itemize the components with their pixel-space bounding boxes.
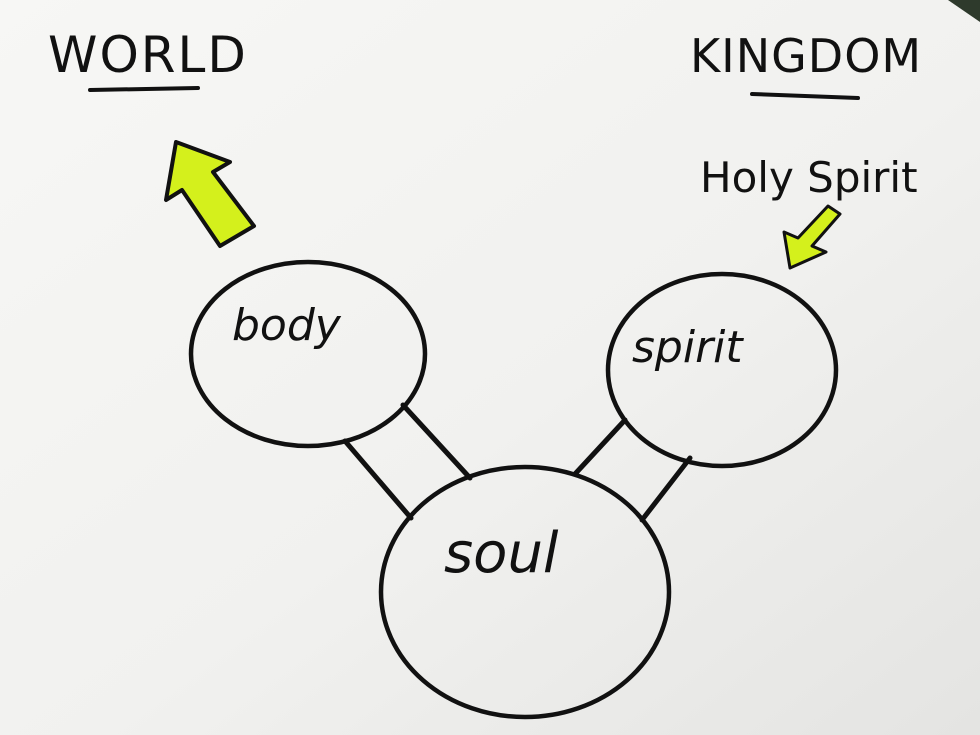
node-spirit-label: spirit xyxy=(632,322,744,373)
heading-world: WORLD xyxy=(48,26,248,84)
heading-world-underline xyxy=(88,86,200,92)
connector-spirit-soul-b xyxy=(639,455,693,523)
heading-kingdom: KINGDOM xyxy=(690,29,922,83)
connector-body-soul-a xyxy=(342,438,414,521)
heading-kingdom-underline xyxy=(750,92,860,100)
connector-body-soul-b xyxy=(400,402,473,481)
node-spirit xyxy=(605,271,839,469)
connector-spirit-soul-a xyxy=(572,417,628,477)
background-corner xyxy=(948,0,980,22)
node-body xyxy=(188,259,428,449)
arrow-holy-spirit-icon xyxy=(782,204,842,270)
arrow-to-world-icon xyxy=(164,140,256,248)
node-soul xyxy=(378,464,672,720)
node-body-label: body xyxy=(232,300,342,351)
annotation-holy-spirit: Holy Spirit xyxy=(700,153,918,202)
node-soul-label: soul xyxy=(444,521,559,586)
